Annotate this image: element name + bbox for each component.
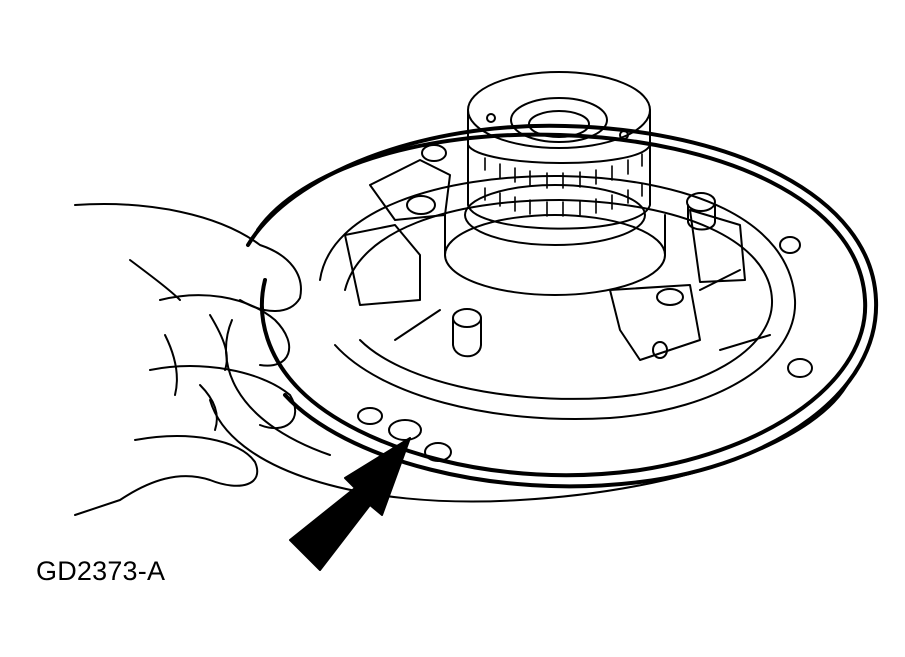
central-hub [444, 184, 666, 296]
arrow-icon [289, 437, 411, 571]
housing-bore [319, 174, 797, 420]
seal-ring [246, 123, 879, 489]
stator-lugs [344, 159, 746, 361]
hand [74, 203, 302, 516]
pump-body-flange [209, 236, 851, 503]
stator-shaft [467, 71, 651, 230]
figure-id-label: GD2373-A [36, 556, 166, 586]
spline-slots [484, 153, 643, 217]
bolt-bosses [406, 144, 716, 358]
